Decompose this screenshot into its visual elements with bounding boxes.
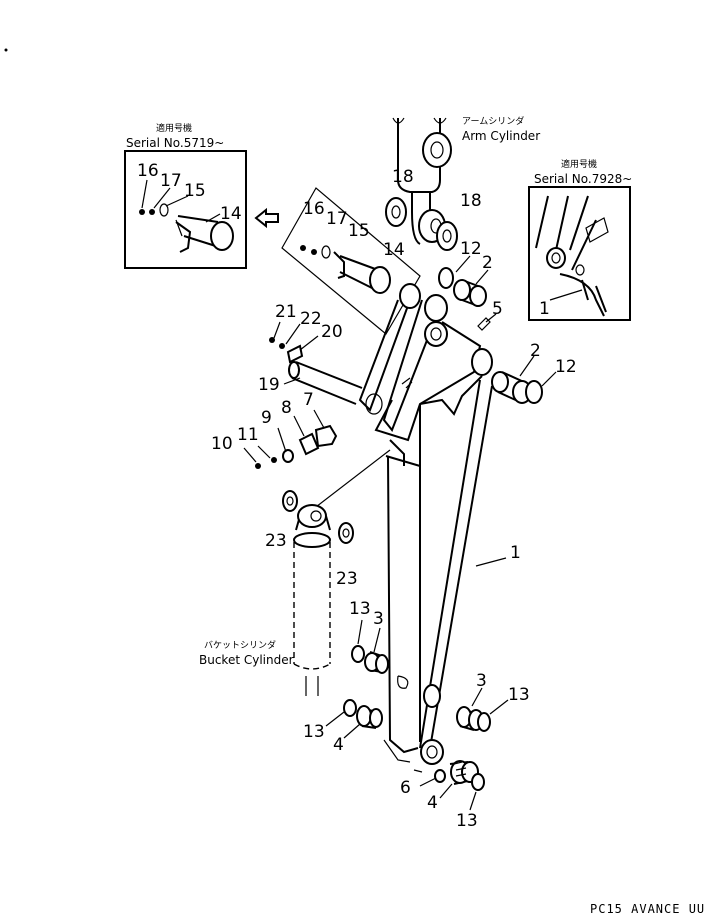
leader-1 xyxy=(475,557,507,567)
callout-23-left: 23 xyxy=(265,531,287,551)
inset-right-callout-1: 1 xyxy=(539,299,550,319)
callout-4-right: 4 xyxy=(427,793,438,813)
callout-22: 22 xyxy=(300,309,322,329)
bucket-cylinder-label: Bucket Cylinder xyxy=(199,653,294,667)
callout-20: 20 xyxy=(321,322,343,342)
callout-2-upper: 2 xyxy=(482,253,493,273)
callout-12-right: 12 xyxy=(555,357,577,377)
inset-right-heading: 適用号機 xyxy=(561,158,597,170)
callout-7: 7 xyxy=(303,390,314,410)
callout-6: 6 xyxy=(400,778,411,798)
bushing-group-upper xyxy=(438,255,497,331)
callout-1: 1 xyxy=(510,543,521,563)
callout-17: 17 xyxy=(326,209,348,229)
callout-15: 15 xyxy=(348,221,370,241)
bushing-group-right xyxy=(491,355,557,404)
callout-13-bottom: 13 xyxy=(456,811,478,831)
callout-8: 8 xyxy=(281,398,292,418)
inset-left-heading: 適用号機 xyxy=(156,122,192,134)
callout-10: 10 xyxy=(211,434,233,454)
callout-2-right: 2 xyxy=(530,341,541,361)
inset-left-callout-14: 14 xyxy=(220,204,242,224)
callout-18-left: 18 xyxy=(392,167,414,187)
washer-18-left xyxy=(385,197,407,227)
arm-cylinder-label: Arm Cylinder xyxy=(462,129,540,143)
bushing-group-lower-left xyxy=(325,619,389,739)
callout-18-right: 18 xyxy=(460,191,482,211)
inset-left-serial: Serial No.5719~ xyxy=(126,136,224,150)
callout-3-right: 3 xyxy=(476,671,487,691)
callout-12-upper: 12 xyxy=(460,239,482,259)
callout-23-right: 23 xyxy=(336,569,358,589)
inset-left-callout-15: 15 xyxy=(184,181,206,201)
callout-19: 19 xyxy=(258,375,280,395)
callout-16: 16 xyxy=(303,199,325,219)
inset-left-callout-17: 17 xyxy=(160,171,182,191)
callout-9: 9 xyxy=(261,408,272,428)
footer-model-label: PC15 AVANCE UU xyxy=(590,902,705,916)
arm-body xyxy=(358,283,493,773)
washer-18-right xyxy=(436,221,458,251)
bucket-cylinder-jp-label: バケットシリンダ xyxy=(204,639,276,651)
callout-13-upper-left: 13 xyxy=(349,599,371,619)
arm-cylinder-drawing xyxy=(392,117,452,245)
callout-4-left: 4 xyxy=(333,735,344,755)
pin-19-group xyxy=(243,321,363,469)
callout-13-right: 13 xyxy=(508,685,530,705)
callout-21: 21 xyxy=(275,302,297,322)
bucket-cylinder-drawing xyxy=(282,449,391,696)
inset-right: 適用号機 Serial No.7928~ xyxy=(528,158,632,321)
callout-3-left: 3 xyxy=(373,609,384,629)
arm-cylinder-jp-label: アームシリンダ xyxy=(462,115,524,127)
arrow-left-icon xyxy=(254,207,279,229)
callout-13-lower-left: 13 xyxy=(303,722,325,742)
inset-left-callout-16: 16 xyxy=(137,161,159,181)
callout-14: 14 xyxy=(383,240,405,260)
bushing-group-lower-right xyxy=(419,687,509,811)
callout-11: 11 xyxy=(237,425,259,445)
registration-dot xyxy=(4,48,8,52)
callout-5: 5 xyxy=(492,299,503,319)
inset-right-serial: Serial No.7928~ xyxy=(534,172,632,186)
inset-left: 適用号機 Serial No.5719~ xyxy=(124,122,247,269)
pin-kit-group xyxy=(281,187,421,335)
